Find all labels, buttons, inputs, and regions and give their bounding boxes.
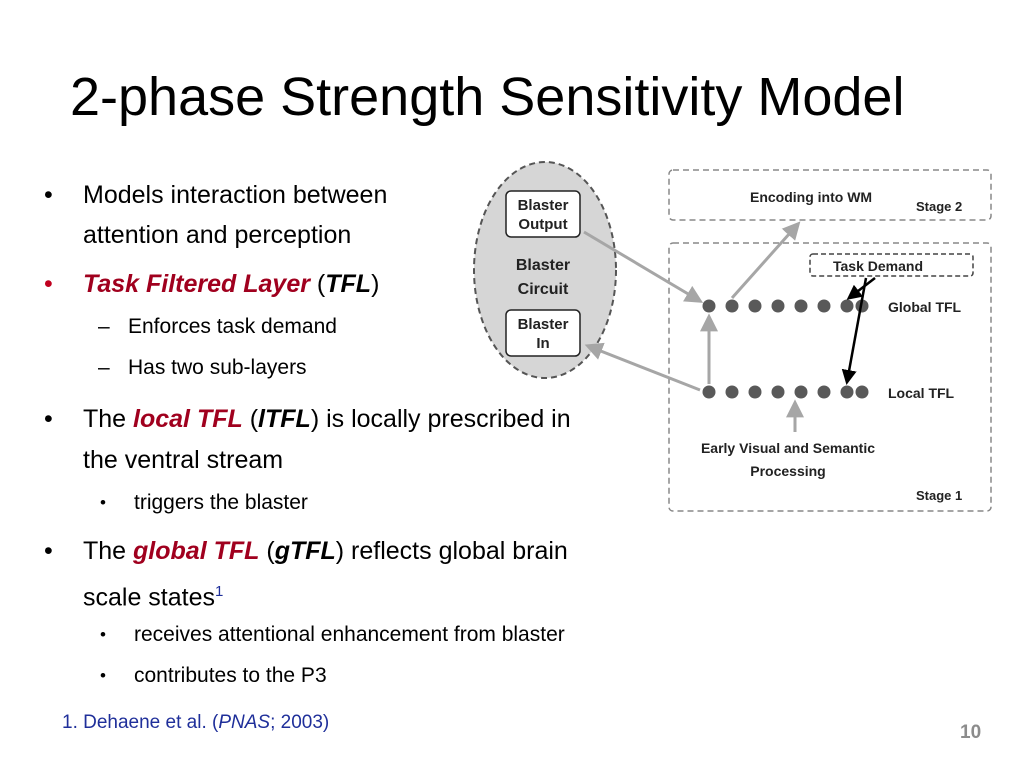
bullet-4-line-1: The global TFL (gTFL) reflects global br…: [83, 530, 568, 572]
sub-bullet-two-sub-layers: Has two sub-layers: [128, 356, 307, 379]
blaster-in-box: [505, 309, 581, 357]
dash-marker: –: [98, 356, 110, 379]
local-tfl-node: [794, 385, 808, 399]
bullet-1-line-2: attention and perception: [83, 221, 352, 249]
blaster-output-label-2: Output: [518, 216, 567, 233]
footnote-journal: PNAS: [218, 712, 271, 733]
gtfl-abbr: gTFL: [274, 537, 336, 565]
gtfl-pre: The: [83, 537, 134, 565]
tfl-term: Task Filtered Layer: [83, 270, 310, 298]
tfl-abbr: TFL: [325, 270, 372, 298]
global-tfl-node: [794, 299, 808, 313]
blaster-output-to-global-arrow: [583, 230, 704, 303]
local-tfl-nodes: [702, 385, 869, 399]
sub-bullet-marker: •: [100, 493, 106, 512]
global-tfl-node: [725, 299, 739, 313]
bullet-marker: •: [44, 405, 53, 433]
bullet-4-line-2: scale states1: [83, 571, 223, 618]
early-processing-label-2: Processing: [750, 463, 825, 479]
task-demand-box: [809, 253, 974, 277]
local-tfl-node: [817, 385, 831, 399]
blaster-output-label-1: Blaster: [518, 197, 569, 214]
scale-states-text: scale states: [83, 583, 216, 612]
local-tfl-node: [702, 385, 716, 399]
footnote-ref[interactable]: 1: [215, 583, 224, 600]
bullet-3-line-2: the ventral stream: [83, 446, 284, 474]
blaster-circuit-label-1: Blaster: [516, 257, 570, 274]
local-tfl-node: [725, 385, 739, 399]
gtfl-post: ) reflects global brain: [335, 537, 568, 565]
global-tfl-node: [748, 299, 762, 313]
ltfl-pre: The: [83, 405, 134, 433]
global-tfl-node: [771, 299, 785, 313]
stage-2-box: [668, 169, 992, 221]
footnote-citation: 1. Dehaene et al. (PNAS; 2003): [62, 707, 329, 739]
blaster-in-label-2: In: [536, 335, 549, 352]
global-tfl-nodes: [702, 299, 869, 313]
local-tfl-label: Local TFL: [888, 385, 955, 401]
sub-bullet-marker: •: [100, 666, 106, 685]
ltfl-open-paren: (: [242, 405, 259, 433]
stage-2-label: Stage 2: [916, 199, 962, 214]
task-demand-to-local-arrow: [841, 277, 868, 385]
gtfl-open-paren: (: [259, 537, 275, 565]
model-diagram: Blaster Output Blaster Circuit Blaster I…: [473, 161, 992, 512]
local-tfl-node: [840, 385, 854, 399]
blaster-output-box: [505, 190, 581, 238]
local-tfl-node: [771, 385, 785, 399]
footnote-suffix: ; 2003): [270, 712, 330, 733]
task-demand-to-global-arrow: [846, 277, 876, 300]
bullet-marker-red: •: [44, 270, 53, 298]
local-tfl-node: [855, 385, 869, 399]
sub-bullet-marker: •: [100, 625, 106, 644]
slide-number: 10: [960, 722, 982, 743]
stage-1-label: Stage 1: [916, 488, 962, 503]
ltfl-post: ) is locally prescribed in: [310, 405, 571, 433]
sub-bullet-attentional-enhancement: receives attentional enhancement from bl…: [134, 623, 565, 646]
ltfl-abbr: lTFL: [258, 405, 311, 433]
gtfl-term: global TFL: [133, 537, 260, 565]
global-tfl-node: [702, 299, 716, 313]
early-processing-label-1: Early Visual and Semantic: [701, 440, 875, 456]
ltfl-term: local TFL: [133, 405, 243, 433]
global-tfl-node: [840, 299, 854, 313]
global-tfl-node: [817, 299, 831, 313]
local-tfl-node: [748, 385, 762, 399]
global-to-encoding-arrow: [730, 221, 801, 299]
tfl-close-paren: ): [371, 270, 380, 298]
dash-marker: –: [98, 315, 110, 338]
bullet-1-line-1: Models interaction between: [83, 181, 388, 209]
bullet-marker: •: [44, 537, 53, 565]
bullet-2: Task Filtered Layer (TFL): [83, 263, 379, 305]
sub-bullet-task-demand: Enforces task demand: [128, 315, 337, 338]
blaster-in-label-1: Blaster: [518, 316, 569, 333]
tfl-open-paren: (: [309, 270, 326, 298]
bullet-marker: •: [44, 181, 53, 209]
sub-bullet-contributes-p3: contributes to the P3: [134, 664, 327, 687]
global-tfl-label: Global TFL: [888, 299, 962, 315]
sub-bullet-triggers-blaster: triggers the blaster: [134, 491, 308, 514]
slide-title: 2-phase Strength Sensitivity Model: [70, 67, 905, 127]
stage-1-box: [668, 242, 992, 512]
footnote-prefix: 1. Dehaene et al. (: [62, 712, 219, 733]
local-to-blaster-in-arrow: [584, 342, 701, 392]
bullet-3-line-1: The local TFL (lTFL) is locally prescrib…: [83, 398, 571, 440]
task-demand-label: Task Demand: [833, 258, 923, 274]
encoding-wm-label: Encoding into WM: [750, 189, 872, 205]
blaster-circuit-label-2: Circuit: [518, 281, 569, 298]
